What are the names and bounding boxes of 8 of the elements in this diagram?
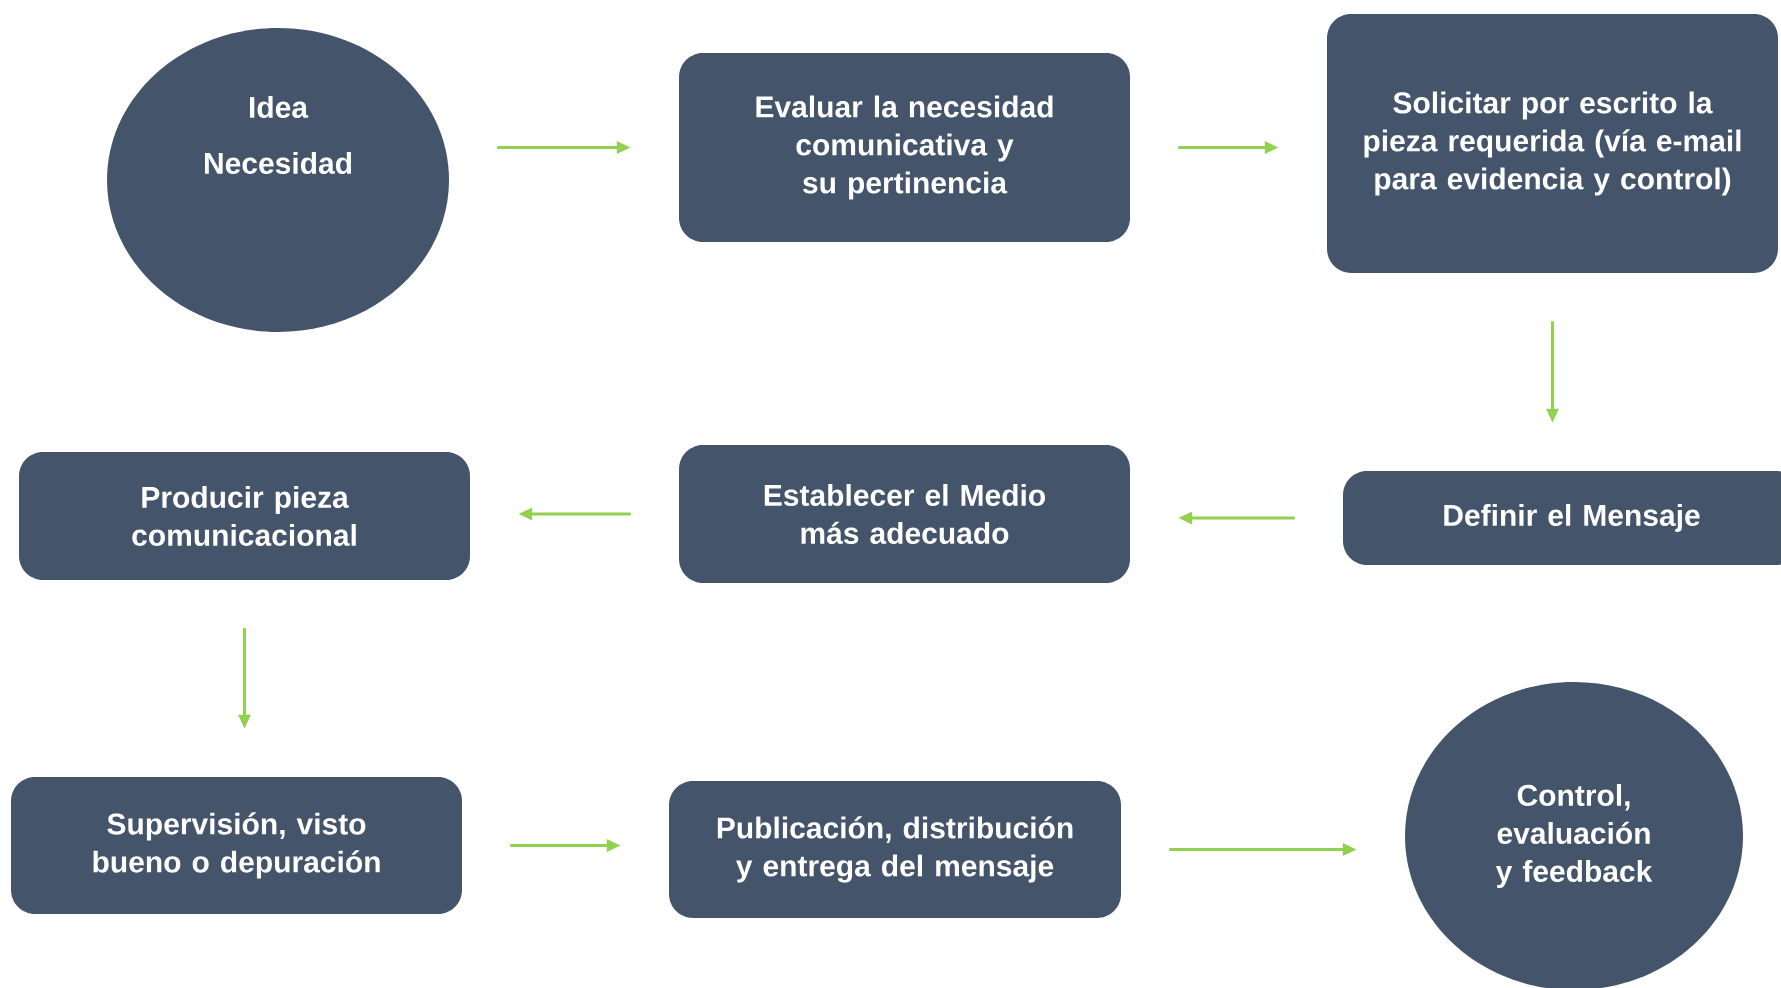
rounded-box: Definir el Mensaje bbox=[1343, 471, 1781, 565]
ellipse-node: Idea Necesidad bbox=[107, 28, 449, 332]
rounded-box: Establecer el Medio más adecuado bbox=[679, 445, 1130, 583]
rounded-box: Producir pieza comunicacional bbox=[19, 452, 470, 580]
rounded-box: Evaluar la necesidad comunicativa y su pertinencia bbox=[679, 53, 1130, 242]
rounded-box: Publicación, distribución y entrega del mensaje bbox=[669, 781, 1121, 918]
rounded-box: Supervisión, visto bueno o depuración bbox=[11, 777, 462, 914]
rounded-box: Solicitar por escrito la pieza requerida (vía e-mail para evidencia y control) bbox=[1327, 14, 1778, 273]
